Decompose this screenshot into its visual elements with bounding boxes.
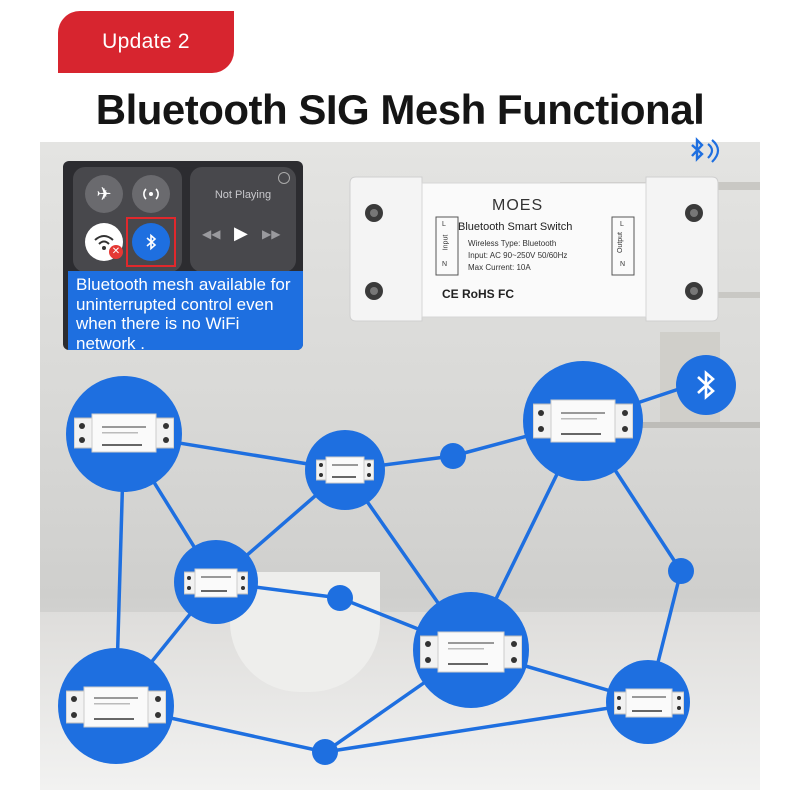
rewind-icon[interactable]: ◀◀ [202,227,221,241]
spec-line: Max Current: 10A [468,263,531,272]
page-title: Bluetooth SIG Mesh Functional [95,86,705,133]
mesh-node-device [183,568,249,598]
spec-line: Wireless Type: Bluetooth [468,239,557,248]
airplane-icon[interactable]: ✈ [85,175,123,213]
disabled-x-icon: ✕ [109,245,123,259]
n-label: N [442,261,448,268]
out-l-label: L [620,221,624,228]
now-playing-label: Not Playing [214,189,272,201]
out-n-label: N [620,261,626,268]
bluetooth-icon [676,355,736,415]
cellular-icon[interactable] [132,175,170,213]
update-badge-label: Update 2 [102,30,190,53]
mesh-node-device [532,398,634,444]
airplay-icon[interactable] [278,172,290,184]
bluetooth-icon[interactable] [132,223,170,261]
mesh-node-device [613,688,685,718]
connectivity-tile: ✈ ✕ [73,167,182,272]
update-badge: Update 2 [58,11,234,73]
shelf-line [600,422,760,428]
bluetooth-signal-icon [686,136,726,175]
mesh-node-device [73,412,175,454]
play-icon[interactable]: ▶ [234,223,248,243]
brand-logo-text: MOES [492,197,544,214]
smart-switch-device: MOES Bluetooth Smart Switch Wireless Typ… [342,173,726,325]
wifi-icon[interactable]: ✕ [85,223,123,261]
certification-marks: CE RoHS FC [442,287,514,301]
forward-icon[interactable]: ▶▶ [262,227,281,241]
mesh-node-device [65,685,167,729]
device-name: Bluetooth Smart Switch [458,221,573,233]
mesh-node-device [419,630,523,674]
caption-text: Bluetooth mesh available for uninterrupt… [76,275,291,350]
media-tile: Not Playing ◀◀ ▶ ▶▶ [190,167,296,272]
spec-line: Input: AC 90~250V 50/60Hz [468,251,568,260]
control-center-panel: ✈ ✕ Not Playing ◀◀ ▶ ▶▶ Bluetooth mesh a… [63,161,303,350]
l-label: L [442,221,446,228]
device-specs: Wireless Type: Bluetooth Input: AC 90~25… [468,238,567,274]
mesh-node-device [315,456,375,484]
caption-box: Bluetooth mesh available for uninterrupt… [68,271,303,350]
bluetooth-highlight [126,217,176,267]
